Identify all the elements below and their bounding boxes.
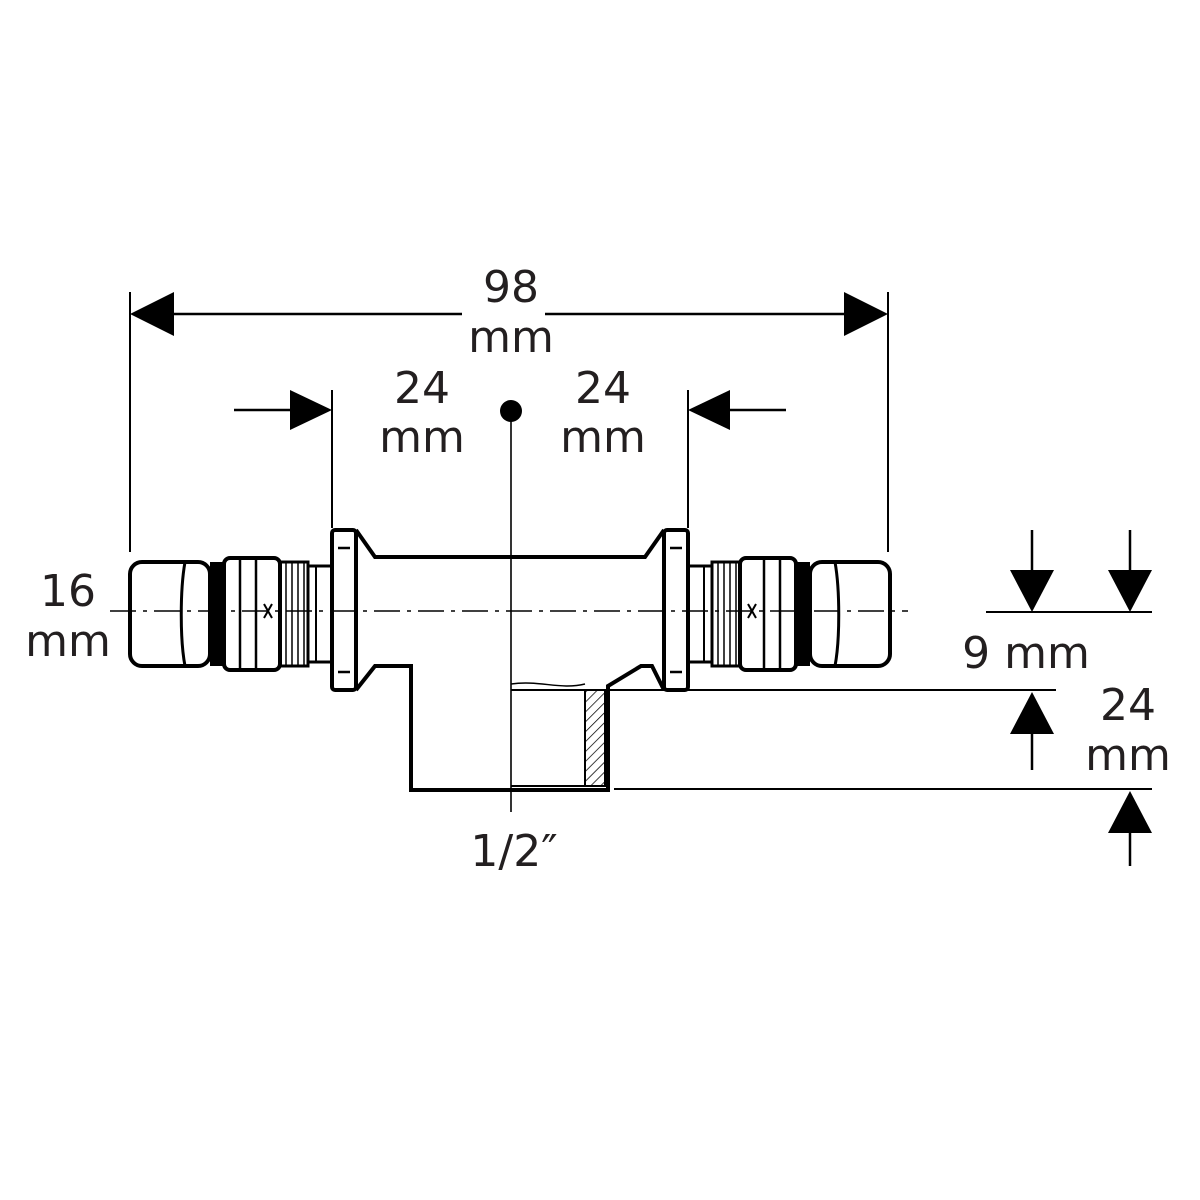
branch-offset-dimension: 9 mm [962, 530, 1152, 679]
arrow-right-icon [290, 390, 332, 430]
overall-length-value: 98 [483, 262, 539, 313]
arrow-up-icon [1010, 692, 1054, 734]
tee-body [330, 528, 690, 792]
pipe-diameter-dimension: 16 mm [25, 566, 111, 667]
branch-depth-unit: mm [1085, 730, 1171, 781]
arrow-down-icon [1108, 570, 1152, 612]
left-insertion-unit: mm [379, 412, 465, 463]
left-press-connector [128, 556, 334, 672]
branch-depth-value: 24 [1100, 680, 1156, 731]
thread-hatching [584, 689, 606, 787]
right-insertion-value: 24 [575, 363, 631, 414]
pipe-diameter-value: 16 [40, 566, 96, 617]
left-insertion-value: 24 [394, 363, 450, 414]
left-insertion-dimension: 24 mm [234, 363, 465, 528]
arrow-down-icon [1010, 570, 1054, 612]
right-insertion-dimension: 24 mm [560, 363, 786, 528]
branch-depth-dimension: 24 mm [600, 680, 1171, 866]
arrow-left-icon [130, 292, 174, 336]
arrow-left-icon [688, 390, 730, 430]
right-press-connector [686, 556, 892, 672]
right-insertion-unit: mm [560, 412, 646, 463]
arrow-up-icon [1108, 791, 1152, 833]
branch-offset-label: 9 mm [962, 628, 1090, 679]
center-point-marker [500, 400, 522, 422]
overall-length-unit: mm [468, 312, 554, 363]
arrow-right-icon [844, 292, 888, 336]
center-lines [110, 400, 908, 812]
pipe-diameter-unit: mm [25, 616, 111, 667]
overall-length-dimension: 98 mm [129, 262, 889, 552]
thread-size-label: 1/2″ [470, 826, 557, 877]
